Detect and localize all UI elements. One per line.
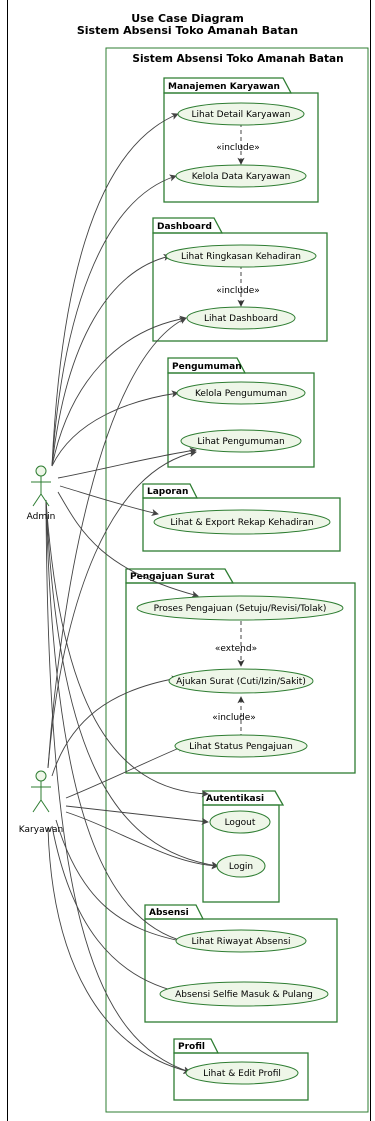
right-border-line (370, 0, 371, 1121)
usecase-kelola-pengumuman (176, 381, 306, 405)
package-pengajuan (125, 568, 356, 774)
usecase-export-rekap (153, 509, 331, 535)
usecase-label: Kelola Pengumuman (195, 389, 287, 399)
usecase-riwayat-absensi (175, 929, 307, 953)
usecase-shapes (136, 102, 344, 1085)
include-label: «include» (212, 713, 256, 723)
usecase-edit-profil (185, 1061, 299, 1085)
include-label: «include» (216, 143, 260, 153)
package-label-dashboard: Dashboard (157, 222, 212, 232)
usecase-proses-pengajuan (136, 595, 344, 621)
usecase-label: Lihat & Export Rekap Kehadiran (170, 518, 313, 528)
usecase-labels: Lihat Detail Karyawan Kelola Data Karyaw… (154, 110, 327, 1079)
actor-label-karyawan: Karyawan (19, 825, 63, 835)
actor-label-admin: Admin (27, 512, 56, 522)
diagram-title: Use Case Diagram (131, 12, 244, 25)
usecase-ajukan-surat (168, 668, 314, 694)
usecase-absensi-selfie (159, 981, 329, 1007)
include-label: «include» (216, 286, 260, 296)
diagram-subtitle: Sistem Absensi Toko Amanah Batan (76, 24, 299, 37)
usecase-logout (209, 810, 271, 834)
usecase-label: Absensi Selfie Masuk & Pulang (175, 990, 313, 1000)
package-label-laporan: Laporan (147, 487, 188, 497)
package-label-manajemen: Manajemen Karyawan (168, 82, 280, 92)
usecase-label: Lihat Status Pengajuan (189, 742, 293, 752)
stereotype-labels: «include» «include» «extend» «include» (212, 143, 260, 723)
usecase-label: Lihat Detail Karyawan (192, 110, 291, 120)
usecase-lihat-status (174, 734, 308, 758)
usecase-lihat-detail-karyawan (177, 102, 305, 126)
usecase-label: Kelola Data Karyawan (192, 172, 291, 182)
usecase-label: Login (229, 862, 253, 872)
left-border-line (7, 0, 8, 1121)
package-label-absensi: Absensi (149, 908, 189, 918)
package-dashboard (152, 217, 328, 342)
usecase-label: Proses Pengajuan (Setuju/Revisi/Tolak) (154, 604, 327, 614)
actor-admin (31, 465, 51, 507)
usecase-lihat-dashboard (186, 306, 296, 330)
usecase-lihat-pengumuman (180, 429, 302, 453)
usecase-label: Logout (225, 818, 256, 828)
package-laporan (142, 483, 341, 552)
usecase-label: Lihat & Edit Profil (203, 1069, 281, 1079)
package-absensi (144, 904, 338, 1023)
package-label-pengumuman: Pengumuman (172, 362, 242, 372)
usecase-lihat-ringkasan (165, 244, 317, 268)
usecase-label: Lihat Riwayat Absensi (192, 937, 291, 947)
package-profil (173, 1038, 309, 1101)
usecase-login (216, 854, 266, 878)
usecase-label: Lihat Ringkasan Kehadiran (181, 252, 301, 262)
package-pengumuman (167, 357, 315, 468)
package-label-pengajuan: Pengajuan Surat (130, 572, 215, 582)
actor-karyawan (31, 770, 51, 813)
package-label-profil: Profil (178, 1042, 205, 1052)
usecase-label: Lihat Dashboard (204, 314, 278, 324)
usecase-kelola-data-karyawan (175, 164, 307, 188)
package-label-autentikasi: Autentikasi (206, 794, 264, 804)
package-manajemen (163, 77, 319, 203)
usecase-label: Lihat Pengumuman (197, 437, 284, 447)
extend-label: «extend» (215, 644, 257, 654)
usecase-label: Ajukan Surat (Cuti/Izin/Sakit) (176, 677, 306, 687)
system-title: Sistem Absensi Toko Amanah Batan (132, 53, 343, 65)
association-lines (45, 113, 219, 1074)
